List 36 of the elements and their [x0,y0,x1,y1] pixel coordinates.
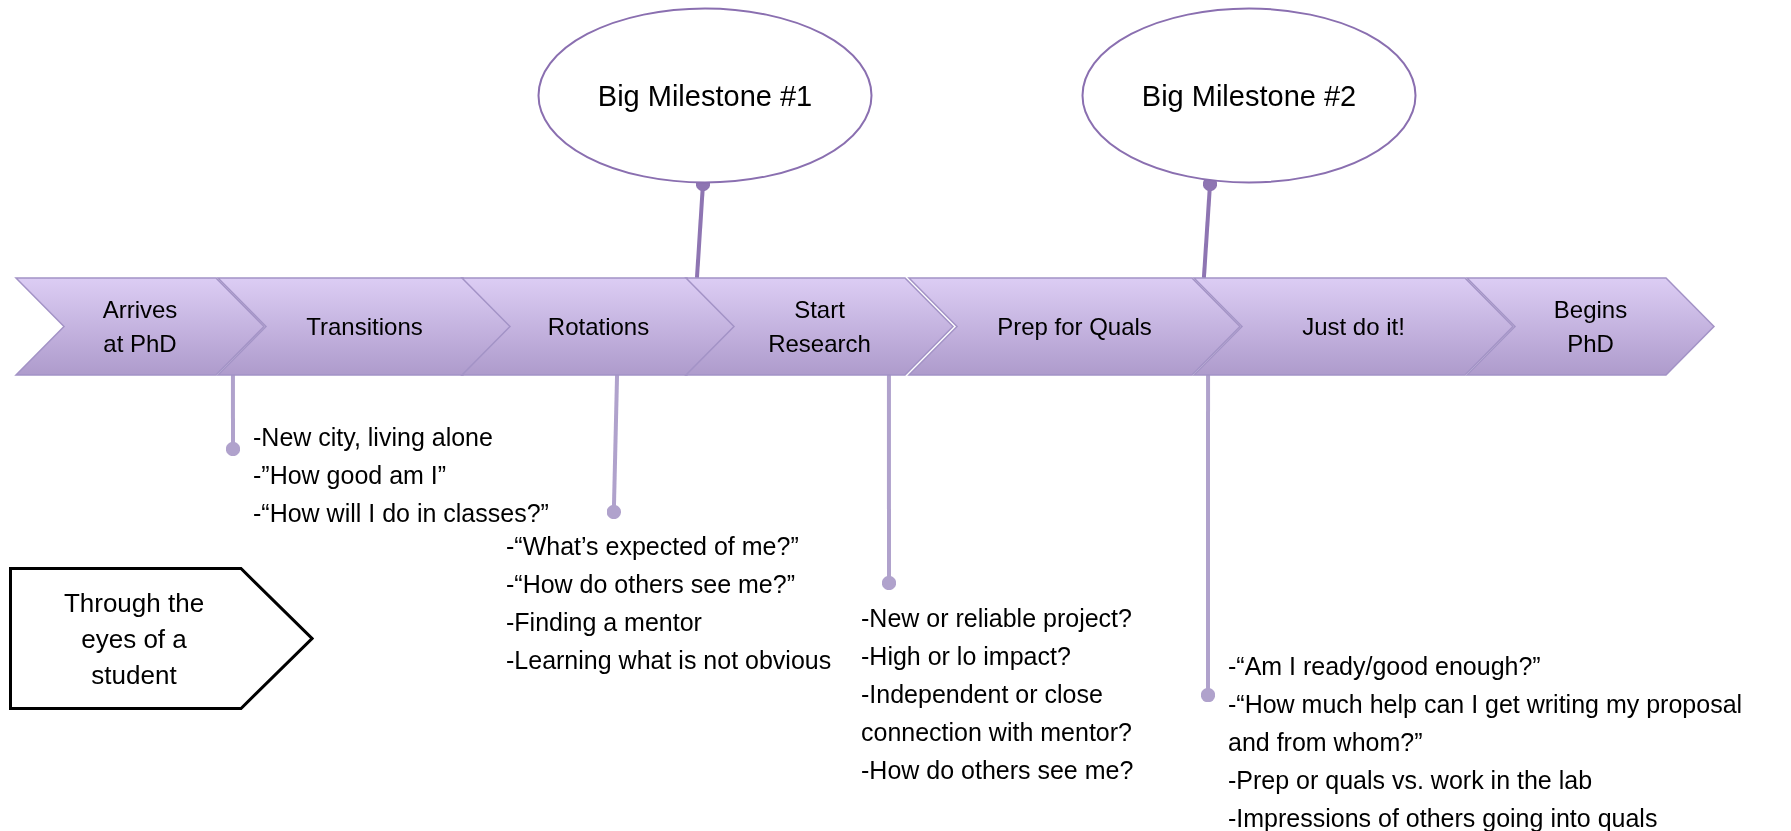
note-text: -New city, living alone [253,422,494,453]
note-text: -Independent or close connection with mentor? [861,679,1133,748]
leader-line [881,375,897,591]
note-text: -“Am I ready/good enough?” [1228,651,1542,682]
note-text: -“How will I do in classes?” [253,498,550,529]
chevron-step [1467,278,1714,375]
step-label: Just do it! [1302,311,1405,342]
leader-line [225,375,241,457]
step-label: Prep for Quals [997,311,1152,342]
pentagon-arrow [9,567,314,710]
step-label: Begins PhD [1552,294,1629,359]
chevron-step [218,278,511,375]
note-text: -“How much help can I get writing my proposal and from whom?” [1228,689,1744,758]
pentagon-label: Through the eyes of a student [62,586,206,692]
note-text: -High or lo impact? [861,641,1072,672]
step-label: Start Research [767,294,872,359]
milestone-label: Big Milestone #2 [1140,78,1358,114]
note-text: -“How do others see me?” [506,569,796,600]
chevron-step [462,278,735,375]
note-text: -”How good am I” [253,460,448,491]
milestone-ellipse [1081,7,1417,184]
note-text: -New or reliable project? [861,603,1133,634]
leader-line [606,374,621,520]
note-text: -How do others see me? [861,755,1135,786]
step-label: Transitions [306,311,423,342]
chevron-step [1194,278,1513,375]
step-label: Arrives at PhD [101,294,179,359]
milestone-ellipse [537,7,873,184]
note-text: -“What’s expected of me?” [506,531,800,562]
chevron-step [16,278,264,375]
chevron-step [686,278,953,375]
note-text: -Prep or quals vs. work in the lab [1228,765,1594,796]
leader-line [1200,375,1216,703]
chevron-step [909,278,1240,375]
milestone-label: Big Milestone #1 [596,78,814,114]
step-label: Rotations [547,311,650,342]
